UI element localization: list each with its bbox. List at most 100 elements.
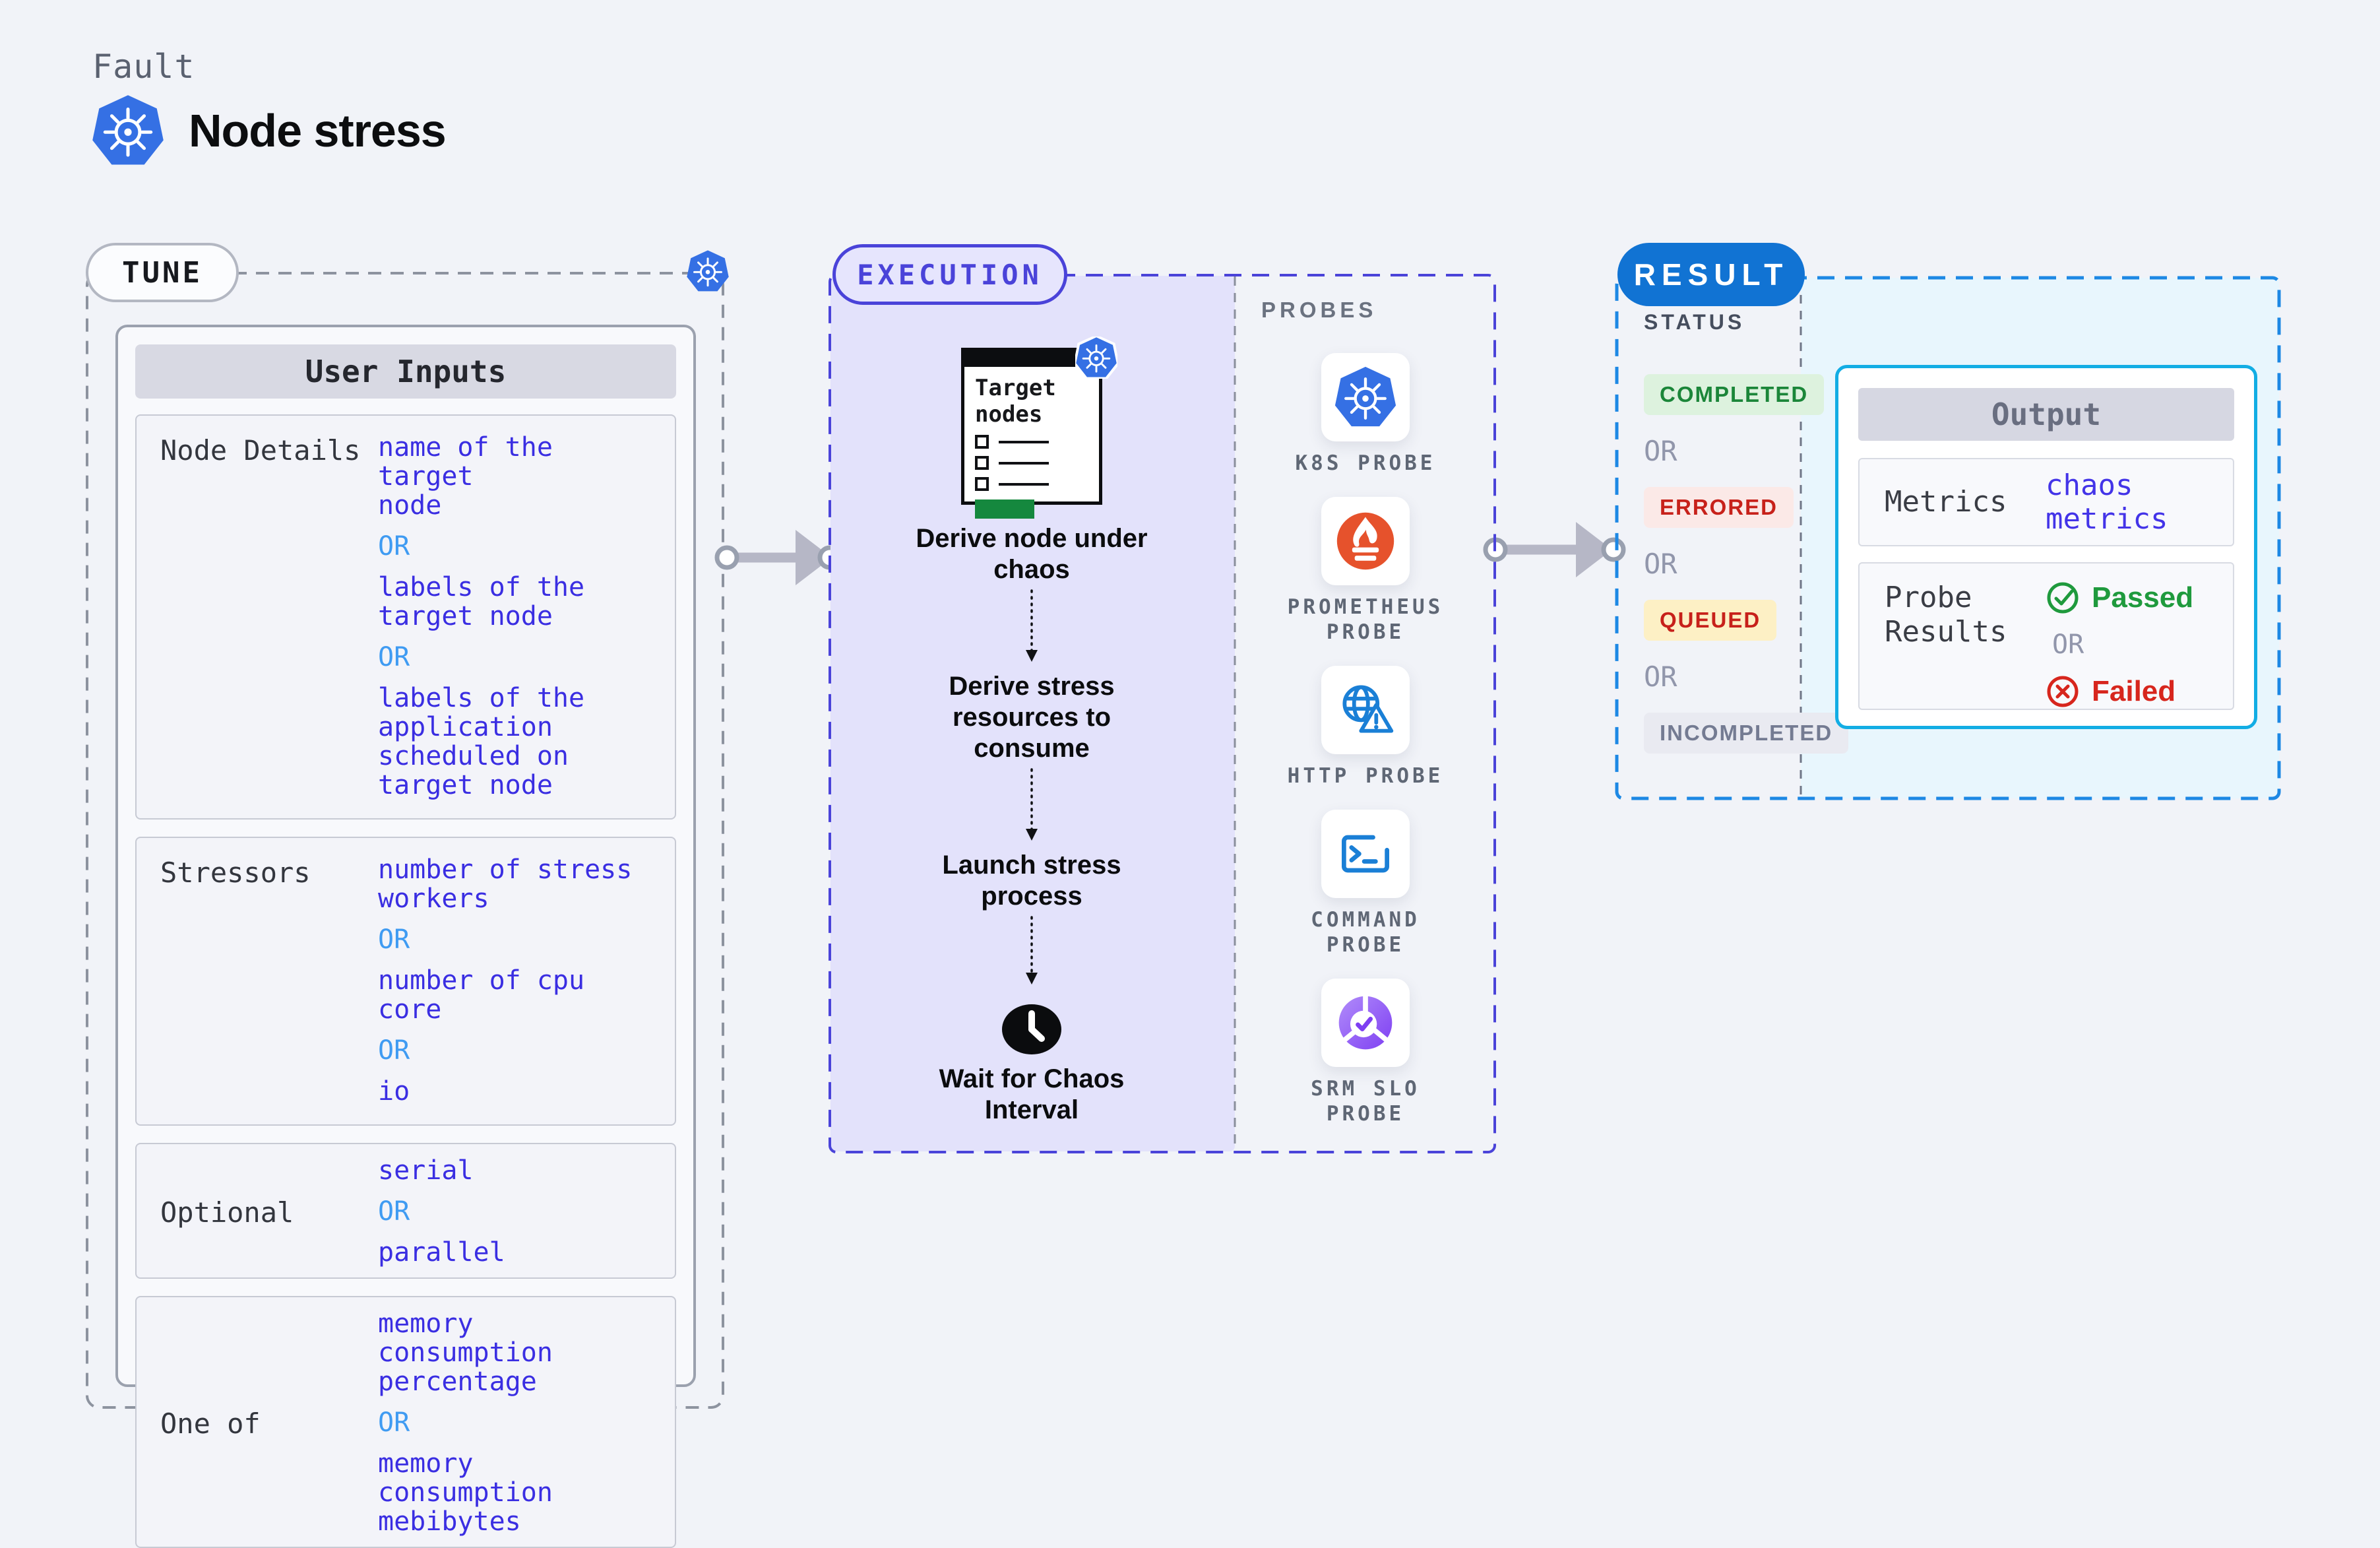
output-title: Output bbox=[1858, 388, 2234, 441]
probe-results-or: OR bbox=[2052, 629, 2084, 660]
input-value: number of cpu core bbox=[378, 965, 585, 1025]
or-separator: OR bbox=[1644, 661, 1677, 693]
checkbox-icon bbox=[975, 435, 989, 449]
or-separator: OR bbox=[1644, 548, 1677, 580]
probes-title: PROBES bbox=[1261, 298, 1377, 322]
execution-to-result-arrow bbox=[1483, 522, 1626, 577]
input-value: io bbox=[378, 1076, 410, 1107]
checklist-item bbox=[975, 435, 1099, 449]
target-nodes-card: Target nodes bbox=[961, 337, 1117, 519]
prometheus-probe-icon bbox=[1321, 497, 1410, 585]
failed-row: Failed bbox=[2046, 674, 2176, 709]
checkbox-icon bbox=[975, 477, 989, 491]
fault-eyebrow: Fault bbox=[92, 48, 195, 86]
passed-row: Passed bbox=[2046, 581, 2193, 615]
step-launch-stress: Launch stress process bbox=[942, 851, 1121, 911]
http-probe-icon bbox=[1321, 666, 1410, 754]
probe-results-label: Probe Results bbox=[1885, 581, 2007, 649]
metrics-label: Metrics bbox=[1885, 485, 2007, 519]
clock-icon bbox=[1001, 1003, 1063, 1056]
execution-badge: EXECUTION bbox=[832, 244, 1067, 305]
tune-to-execution-arrow bbox=[714, 530, 842, 585]
probe-label: COMMAND PROBE bbox=[1311, 908, 1420, 957]
input-row-label: Node Details bbox=[160, 434, 361, 467]
page-header: Node stress bbox=[91, 94, 447, 168]
probe-label: SRM SLO PROBE bbox=[1311, 1077, 1420, 1126]
input-value: memory consumption mebibytes bbox=[378, 1448, 553, 1537]
execution-section: Target nodes Derive node under chaos Der… bbox=[829, 274, 1496, 1153]
checklist-item bbox=[975, 477, 1099, 491]
status-column: STATUS COMPLETED OR ERRORED OR QUEUED OR INCOM… bbox=[1615, 276, 1849, 800]
kubernetes-icon bbox=[91, 94, 165, 168]
result-dashed-border bbox=[1615, 276, 2281, 800]
user-inputs-title: User Inputs bbox=[135, 344, 676, 399]
check-circle-icon bbox=[2046, 581, 2080, 615]
probe-item: SRM SLO PROBE bbox=[1311, 979, 1420, 1126]
probe-results-values: Passed OR Failed bbox=[2046, 581, 2193, 709]
k8s-probe-icon bbox=[1321, 353, 1410, 441]
or-separator: OR bbox=[378, 1035, 410, 1066]
list-line bbox=[999, 482, 1049, 486]
page-title: Node stress bbox=[189, 105, 447, 156]
status-title: STATUS bbox=[1644, 310, 1745, 334]
probe-item: HTTP PROBE bbox=[1288, 666, 1444, 789]
probe-list: K8S PROBE PROMETHEUS PROBE HTTP PROBE CO… bbox=[1235, 353, 1496, 1126]
srm-slo-probe-icon bbox=[1321, 979, 1410, 1067]
input-value: labels of the target node bbox=[378, 572, 585, 631]
probe-item: PROMETHEUS PROBE bbox=[1288, 497, 1444, 645]
input-value: number of stress workers bbox=[378, 855, 633, 914]
input-row-label: Optional bbox=[160, 1196, 294, 1229]
step-derive-node: Derive node under chaos bbox=[916, 524, 1148, 584]
execution-flow: Target nodes Derive node under chaos Der… bbox=[829, 274, 1235, 1153]
dotted-arrow-down-icon bbox=[1026, 916, 1038, 984]
probes-panel: PROBES K8S PROBE PROMETHEUS PROBE HTTP P… bbox=[1235, 274, 1496, 1153]
metrics-value: chaos metrics bbox=[2046, 468, 2168, 536]
input-value: name of the target node bbox=[378, 432, 553, 521]
or-separator: OR bbox=[378, 1196, 410, 1227]
probe-label: HTTP PROBE bbox=[1287, 764, 1444, 788]
input-value: labels of the application scheduled on t… bbox=[378, 683, 585, 800]
result-badge: RESULT bbox=[1617, 243, 1805, 306]
passed-label: Passed bbox=[2092, 581, 2194, 614]
list-line bbox=[999, 440, 1049, 443]
green-button-shape bbox=[975, 500, 1034, 519]
or-separator: OR bbox=[378, 924, 410, 955]
checklist-item bbox=[975, 456, 1099, 470]
probe-item: COMMAND PROBE bbox=[1311, 810, 1420, 957]
step-derive-stress: Derive stress resources to consume bbox=[949, 672, 1115, 763]
or-separator: OR bbox=[1644, 435, 1677, 467]
probe-label: PROMETHEUS PROBE bbox=[1287, 595, 1444, 644]
probe-item: K8S PROBE bbox=[1296, 353, 1436, 476]
status-badge: COMPLETED bbox=[1644, 374, 1825, 415]
status-list: COMPLETED OR ERRORED OR QUEUED OR INCOMPLETED bbox=[1644, 374, 1849, 754]
step-wait-interval: Wait for Chaos Interval bbox=[939, 1064, 1125, 1124]
or-separator: OR bbox=[378, 642, 410, 672]
probe-label: K8S PROBE bbox=[1295, 451, 1436, 475]
status-badge: ERRORED bbox=[1644, 487, 1794, 528]
status-badge: INCOMPLETED bbox=[1644, 713, 1849, 754]
checkbox-icon bbox=[975, 456, 989, 470]
probe-results-row: Probe Results Passed OR Failed bbox=[1858, 562, 2234, 710]
dotted-arrow-down-icon bbox=[1026, 589, 1038, 662]
output-panel: Output Metrics chaos metrics Probe Resul… bbox=[1835, 365, 2257, 729]
input-row-label: Stressors bbox=[160, 856, 311, 889]
input-row-label: One of bbox=[160, 1407, 261, 1440]
list-line bbox=[999, 461, 1049, 465]
kubernetes-icon bbox=[686, 249, 730, 293]
target-nodes-label: Target nodes bbox=[975, 375, 1056, 428]
status-badge: QUEUED bbox=[1644, 600, 1777, 641]
execution-dashed-border bbox=[829, 274, 1496, 1153]
command-probe-icon bbox=[1321, 810, 1410, 898]
metrics-row: Metrics chaos metrics bbox=[1858, 458, 2234, 546]
input-value: parallel bbox=[378, 1237, 505, 1268]
or-separator: OR bbox=[378, 531, 410, 562]
input-value: memory consumption percentage bbox=[378, 1308, 553, 1397]
